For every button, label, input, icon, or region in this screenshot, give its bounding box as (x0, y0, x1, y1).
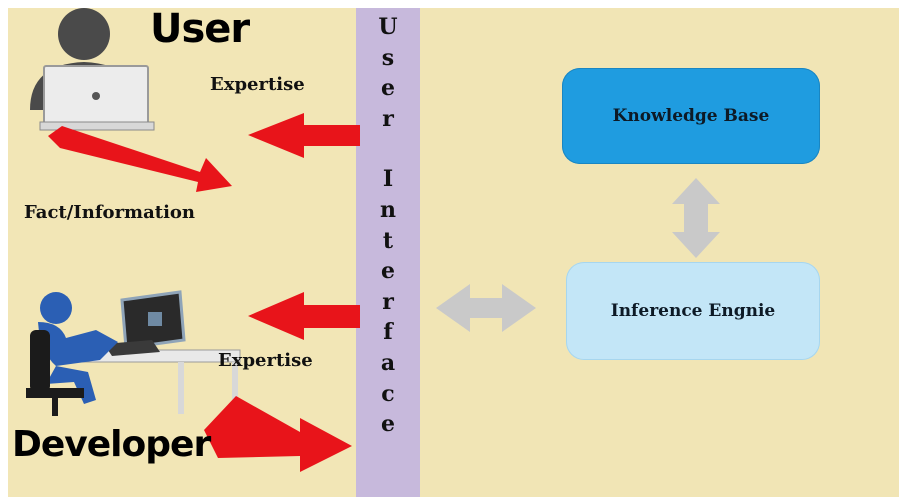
inference-engine-box: Inference Engnie (566, 262, 820, 360)
developer-workstation-icon (26, 290, 241, 416)
arrow-left-expertise-top (248, 113, 360, 158)
knowledge-base-box: Knowledge Base (562, 68, 820, 164)
arrow-diag-fact (48, 126, 232, 192)
expertise-top-label: Expertise (210, 74, 305, 95)
user-laptop-icon (30, 8, 155, 131)
ui-letter: n (380, 196, 396, 223)
expertise-bottom-label: Expertise (218, 350, 313, 371)
ui-letter: s (381, 44, 395, 71)
user-interface-bar (356, 8, 420, 497)
ui-letter: U (378, 14, 398, 40)
ui-letter: r (382, 288, 394, 315)
inference-engine-label: Inference Engnie (610, 301, 776, 321)
arrow-right-developer (204, 396, 352, 472)
developer-title: Developer (12, 424, 211, 465)
arrow-left-expertise-bottom (248, 292, 360, 340)
ui-letter: f (383, 319, 393, 346)
ui-letter: t (382, 227, 394, 254)
double-arrow-horizontal (436, 284, 536, 332)
ui-letter: e (381, 258, 395, 285)
ui-letter: r (382, 105, 394, 132)
ui-letter: e (381, 411, 395, 438)
user-title: User (150, 6, 250, 52)
ui-letter: a (380, 349, 396, 376)
ui-letter: c (381, 380, 395, 407)
user-interface-label: U s e r I n t e r f a c e (356, 12, 420, 440)
ui-letter: e (381, 75, 395, 102)
double-arrow-vertical (672, 178, 720, 258)
knowledge-base-label: Knowledge Base (612, 106, 770, 126)
fact-information-label: Fact/Information (24, 202, 195, 223)
ui-letter: I (382, 166, 394, 193)
